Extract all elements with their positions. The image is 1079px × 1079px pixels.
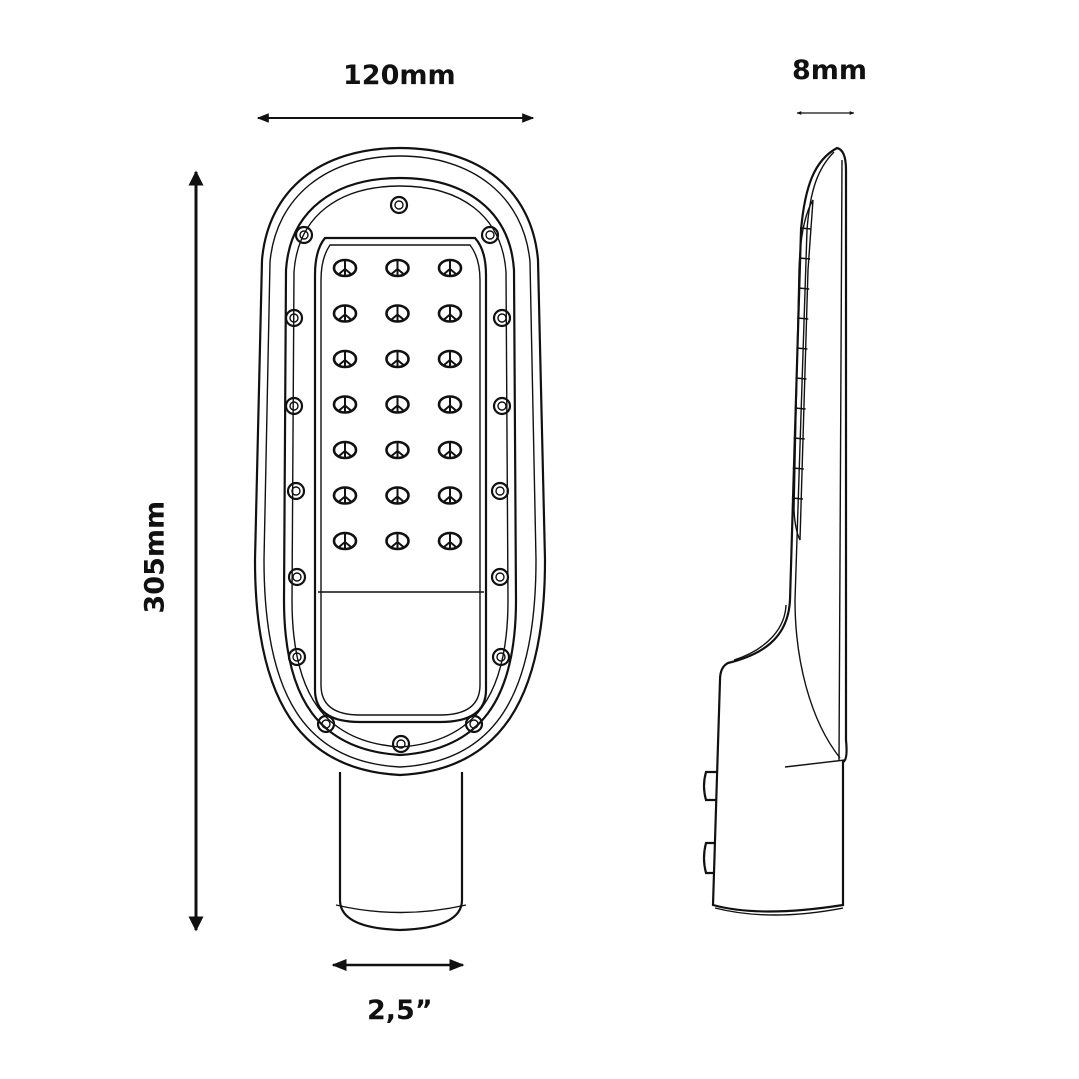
led-icon [332, 531, 358, 551]
led-icon [332, 486, 358, 505]
screw-icon [490, 481, 510, 501]
vent-slot [796, 347, 808, 350]
led-icon [437, 486, 463, 505]
vent-slot [799, 257, 811, 260]
vent-slot [797, 317, 809, 320]
screw-icon [490, 567, 510, 587]
led-icon [437, 349, 463, 369]
side-view [702, 146, 848, 916]
screw-icon [389, 195, 409, 215]
vent-slot [798, 287, 810, 290]
led-icon [437, 395, 463, 414]
led-icon [385, 349, 410, 369]
screw-icon [491, 647, 511, 667]
screw-icon [316, 714, 336, 734]
led-icon [385, 531, 410, 551]
led-icon [332, 304, 358, 323]
screw-icon [492, 396, 512, 416]
screw-icon [287, 647, 307, 667]
led-icon [332, 349, 358, 369]
screw-icon [286, 481, 306, 501]
screw-icon [294, 225, 314, 245]
screw-icon [284, 396, 304, 416]
screw-icon [284, 308, 304, 328]
screw-icon [480, 225, 500, 245]
vent-slot [799, 227, 812, 230]
led-icon [332, 440, 358, 460]
width-label: 120mm [343, 60, 456, 91]
vent-slot [793, 437, 805, 440]
vent-slot [794, 407, 806, 410]
led-icon [332, 258, 358, 278]
vent-slot [795, 377, 807, 380]
depth-label: 8mm [792, 55, 868, 86]
led-icon [437, 440, 463, 460]
screw-icon [492, 308, 512, 328]
screw-icon [287, 567, 307, 587]
pole-label: 2,5” [367, 995, 433, 1026]
led-icon [385, 440, 410, 460]
led-icon [437, 304, 463, 323]
led-icon [437, 531, 463, 551]
led-icon [437, 258, 463, 278]
led-icon [385, 486, 410, 505]
screw-icon [464, 714, 484, 734]
led-icon [385, 304, 410, 323]
vent-slot [791, 497, 803, 500]
front-view [253, 146, 547, 932]
led-icon [385, 395, 410, 414]
screw-icon [391, 734, 411, 754]
height-label: 305mm [139, 500, 171, 614]
led-icon [332, 395, 358, 414]
vent-slot [792, 467, 804, 470]
led-icon [385, 258, 410, 278]
